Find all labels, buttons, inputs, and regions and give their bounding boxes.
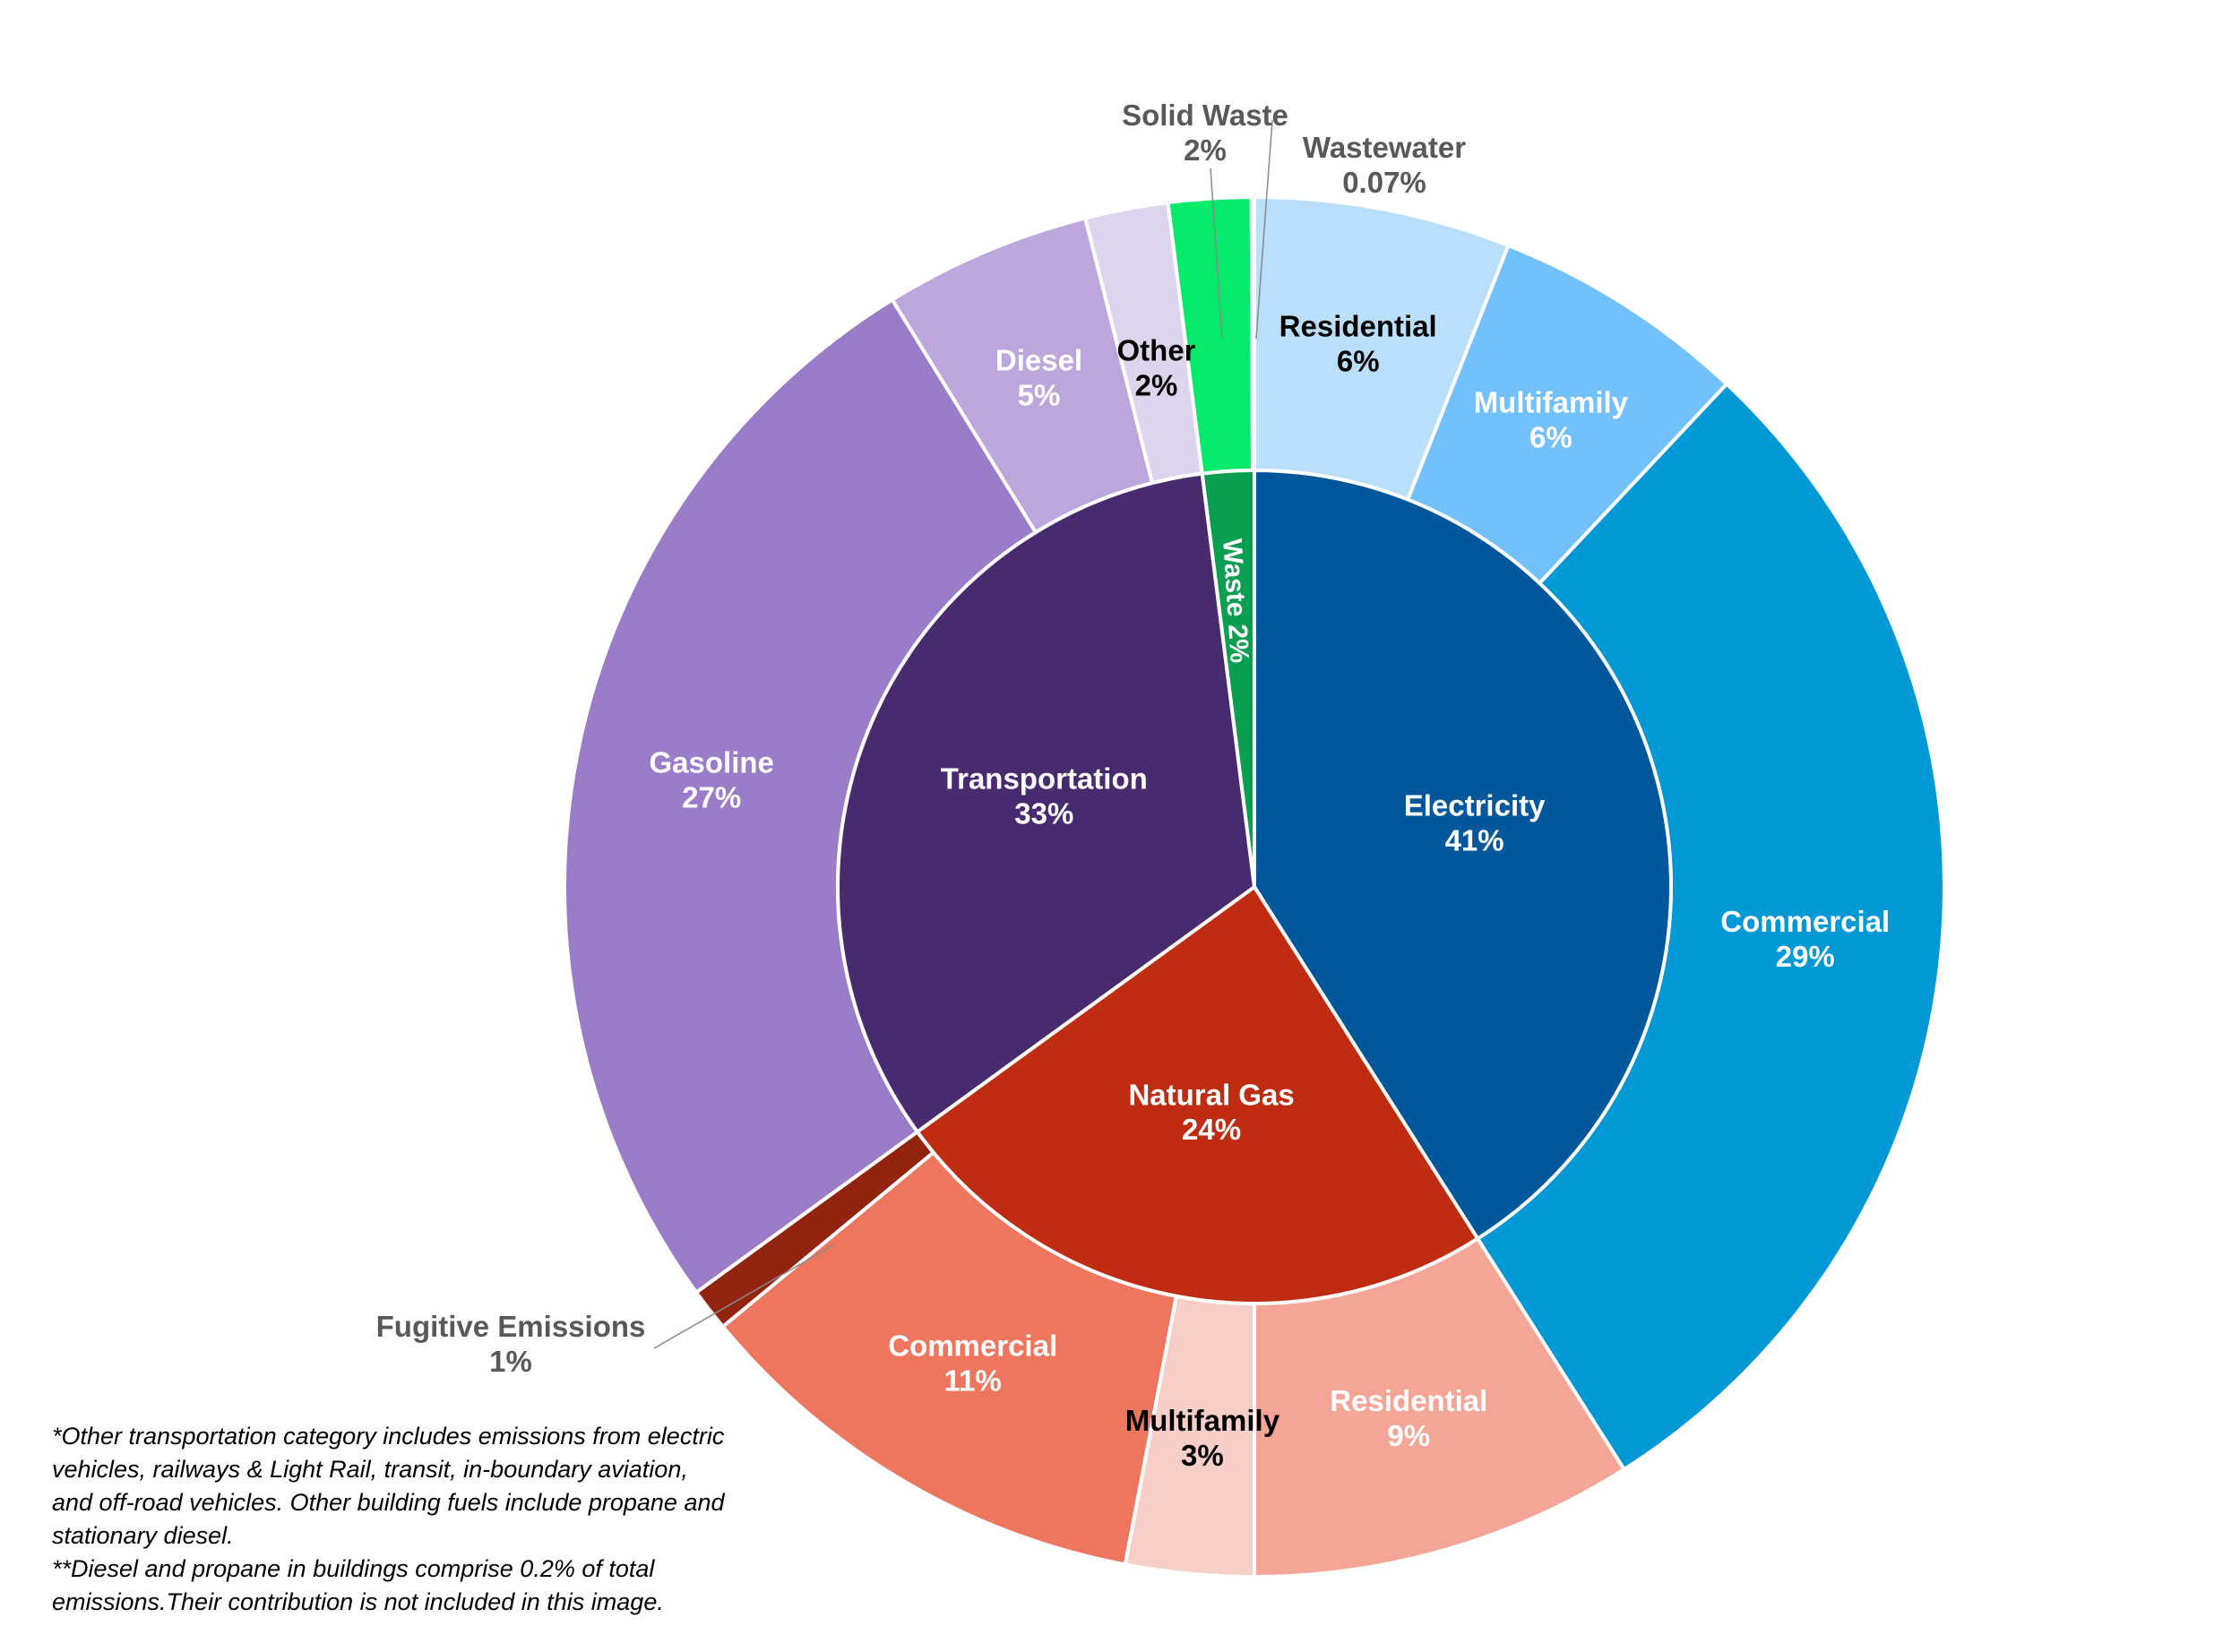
footnote-diesel-propane: **Diesel and propane in buildings compri… <box>52 1555 664 1615</box>
inner-slice-electricity <box>1253 469 1673 1241</box>
leader-line-solid-waste <box>1210 168 1223 340</box>
outer-slice-waste-wastewater <box>1249 195 1256 473</box>
leader-line-wastewater <box>1255 119 1273 340</box>
inner-ring <box>836 469 1673 1305</box>
inner-slice-natural-gas <box>915 885 1480 1305</box>
outer-ring <box>563 195 1946 1579</box>
leader-lines <box>653 119 1273 1349</box>
inner-slice-waste <box>1200 469 1256 889</box>
footnote: *Other transportation category includes … <box>52 1420 733 1619</box>
inner-slice-transportation <box>836 471 1256 1134</box>
leader-line-fugitive-emissions <box>653 1244 834 1349</box>
footnote-other-categories: *Other transportation category includes … <box>52 1423 725 1549</box>
